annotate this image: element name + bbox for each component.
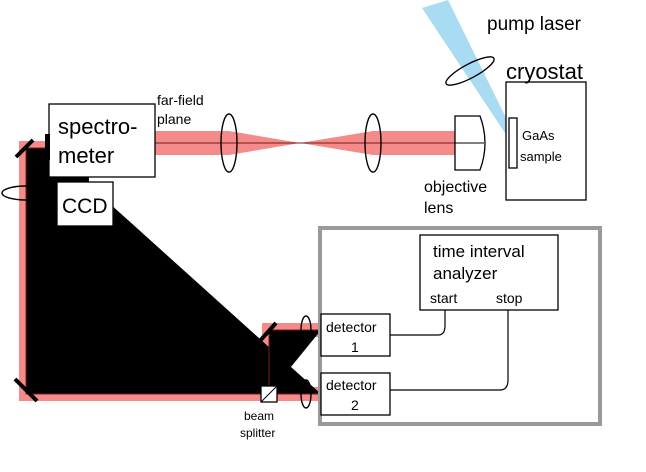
vertical-path-lens-icon (1, 185, 51, 201)
detector-1-label-line2: 1 (351, 339, 359, 355)
sample-label-line2: sample (520, 149, 562, 164)
relay-lens-2-icon (364, 113, 382, 173)
detector-1-box (320, 313, 391, 357)
start-signal-wire (390, 310, 446, 336)
far-field-label-line2: plane (157, 111, 191, 127)
ccd-box (56, 181, 114, 227)
analyzer-label-line2: analyzer (433, 264, 498, 283)
cryostat-box (505, 81, 587, 201)
spectrometer-label-line2: meter (58, 143, 114, 168)
ccd-connector (67, 177, 89, 182)
timing-electronics-frame (318, 226, 602, 426)
upper-left-mirror (14, 138, 35, 159)
cryostat-label: cryostat (506, 59, 583, 84)
relay-lens-1-icon (220, 113, 238, 173)
detector-2-label-line2: 2 (351, 397, 359, 413)
objective-label-line2: lens (424, 200, 453, 217)
detector-1-label-line1: detector (326, 319, 377, 335)
lower-left-mirror (13, 377, 39, 403)
beam-splitter-label-line2: splitter (240, 426, 275, 440)
gaas-sample (508, 117, 518, 169)
pump-lens-icon (445, 56, 495, 86)
analyzer-start-label: start (430, 290, 457, 306)
analyzer-label-line1: time interval (433, 242, 525, 261)
sample-label-line1: GaAs (522, 128, 555, 143)
far-field-label-line1: far-field (157, 92, 204, 108)
detector1-lens-icon (300, 315, 312, 345)
stop-signal-wire (390, 310, 509, 391)
pump-laser-beam (422, 0, 512, 133)
objective-label-line1: objective (424, 179, 487, 196)
spectrometer-box (48, 103, 156, 178)
spectrometer-slit (45, 134, 50, 160)
pump-laser-label: pump laser (487, 14, 582, 35)
beam-splitter-label-line1: beam (244, 409, 274, 423)
analyzer-stop-label: stop (496, 290, 523, 306)
detector-2-label-line1: detector (326, 377, 377, 393)
spectrometer-label-line1: spectro- (58, 114, 137, 139)
time-interval-analyzer-box (419, 234, 559, 311)
ccd-label: CCD (62, 195, 108, 218)
detector2-lens-icon (300, 379, 312, 409)
detector-2-box (320, 372, 391, 416)
detector1-mirror (256, 321, 278, 345)
